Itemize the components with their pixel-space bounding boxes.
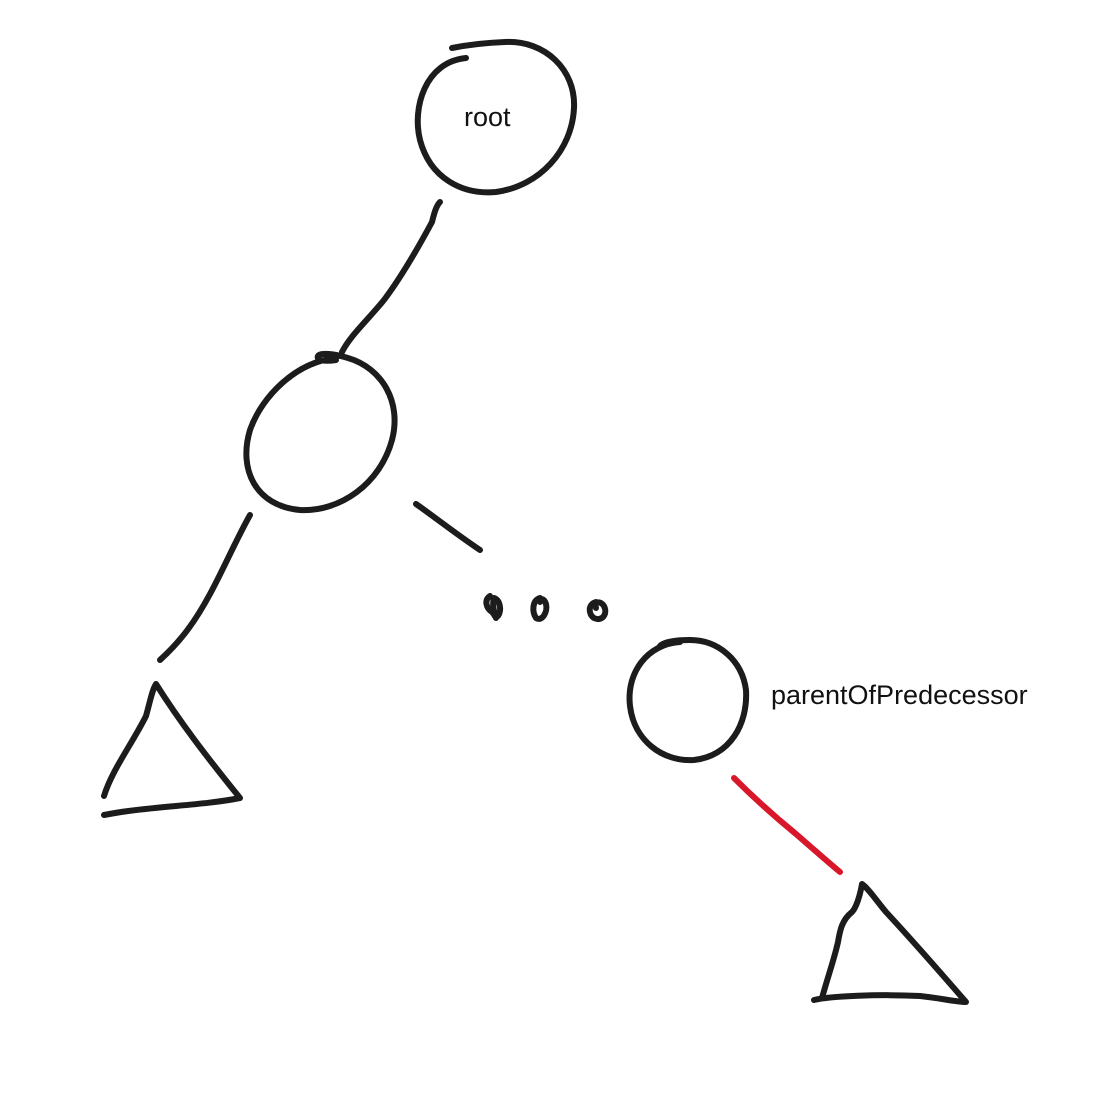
edge-left-child-to-left-subtree xyxy=(157,512,253,663)
parent-of-predecessor-node: parentOfPredecessor xyxy=(626,637,1028,764)
left-child-circle xyxy=(243,350,398,514)
root-circle xyxy=(414,38,578,196)
parent-of-predecessor-circle xyxy=(626,637,750,764)
root-label: root xyxy=(464,102,511,132)
edge-highlighted-to-predecessor-subtree xyxy=(731,775,843,875)
ellipsis-dot-1 xyxy=(483,593,504,621)
parent-of-predecessor-label: parentOfPredecessor xyxy=(771,680,1028,710)
ellipsis-dot-3 xyxy=(586,599,609,622)
ellipsis-edge-stub xyxy=(413,501,483,553)
left-subtree-triangle xyxy=(101,681,243,818)
edge-root-to-left-child xyxy=(339,199,443,355)
ellipsis-connection xyxy=(413,501,609,622)
root-node: root xyxy=(414,38,578,196)
predecessor-subtree-triangle xyxy=(811,881,969,1005)
ellipsis-dot-2 xyxy=(530,595,550,622)
left-child-node xyxy=(243,350,398,514)
